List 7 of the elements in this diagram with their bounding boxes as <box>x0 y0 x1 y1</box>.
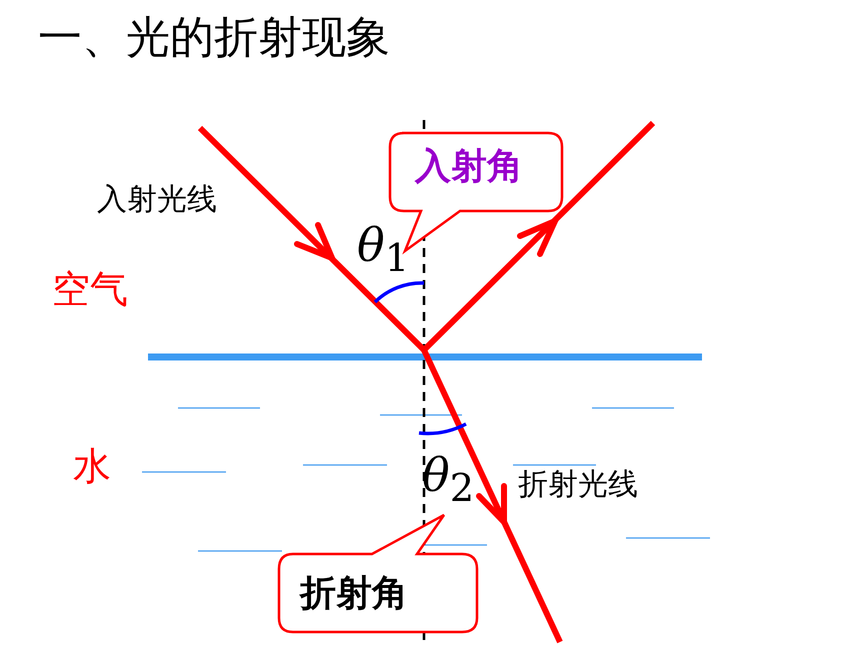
angle-symbol: θ$_{2}$ <box>422 452 474 509</box>
medium-label: 水 <box>73 447 111 485</box>
medium-label: 空气 <box>52 270 128 308</box>
speech-bubble: 折射角 <box>277 513 480 634</box>
title: 一、光的折射现象 <box>38 16 390 60</box>
ray-label: 折射光线 <box>518 470 638 500</box>
ray-label: 入射光线 <box>97 185 217 215</box>
